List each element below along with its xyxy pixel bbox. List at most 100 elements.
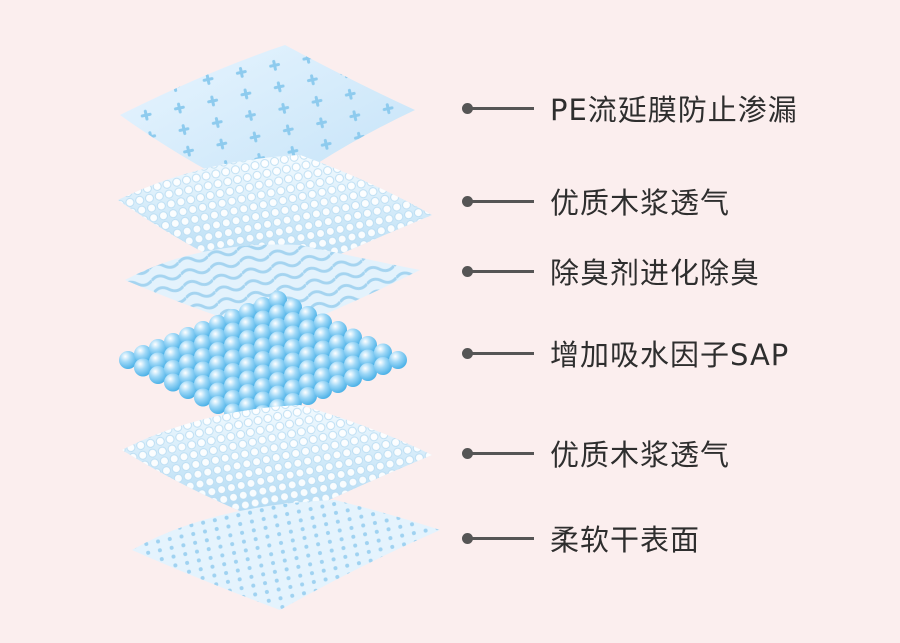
sap-ball — [299, 373, 317, 392]
sap-ball — [209, 355, 227, 374]
label-row-soft-surface: 柔软干表面 — [462, 518, 700, 558]
sap-ball — [329, 334, 347, 353]
sap-ball — [269, 385, 287, 404]
sap-ball — [314, 354, 332, 372]
layer-deodorant — [125, 244, 420, 335]
sap-ball — [224, 363, 242, 381]
layer-label: 优质木浆透气 — [550, 438, 731, 472]
connector-line — [472, 106, 534, 110]
sap-ball — [284, 298, 302, 317]
connector-line — [472, 451, 534, 455]
sap-ball — [254, 324, 272, 342]
sap-ball — [314, 367, 332, 386]
sap-ball — [314, 340, 332, 359]
connector-line — [472, 351, 534, 355]
sap-ball — [209, 396, 227, 414]
label-row-sap: 增加吸水因子SAP — [462, 333, 789, 373]
sap-ball — [254, 364, 272, 383]
sap-ball — [299, 346, 317, 365]
sap-ball — [239, 316, 257, 335]
sap-ball — [239, 330, 257, 348]
sap-ball — [224, 322, 242, 341]
sap-ball — [209, 382, 227, 401]
bullet-dot-icon — [462, 532, 473, 544]
sap-ball — [269, 291, 287, 309]
label-row-wood-pulp-top: 优质木浆透气 — [462, 181, 730, 221]
sap-ball — [149, 339, 167, 357]
connector-line — [472, 199, 534, 203]
label-row-wood-pulp-bottom: 优质木浆透气 — [462, 433, 730, 473]
sap-ball — [344, 328, 362, 347]
sap-ball — [194, 388, 212, 407]
sap-ball — [224, 336, 242, 354]
sap-ball — [224, 390, 242, 408]
sap-ball — [209, 369, 227, 387]
sap-ball — [149, 352, 167, 371]
sap-ball — [164, 346, 182, 365]
sap-ball — [164, 333, 182, 351]
sap-ball — [374, 357, 392, 375]
sap-ball — [314, 327, 332, 345]
sap-ball — [254, 351, 272, 369]
sap-ball — [269, 304, 287, 323]
sap-ball — [254, 391, 272, 410]
layer-soft-surface — [132, 500, 440, 610]
label-row-deodorant: 除臭剂进化除臭 — [462, 251, 760, 291]
sap-ball — [359, 349, 377, 368]
sap-ball — [209, 328, 227, 347]
sap-ball — [269, 331, 287, 350]
sap-ball — [359, 363, 377, 381]
sap-ball — [179, 340, 197, 359]
sap-ball — [329, 361, 347, 380]
sap-ball — [194, 348, 212, 366]
sap-ball — [344, 342, 362, 360]
sap-ball — [239, 384, 257, 402]
bullet-dot-icon — [462, 102, 473, 114]
sap-ball — [224, 376, 242, 395]
sap-ball — [329, 348, 347, 366]
sap-ball — [269, 372, 287, 390]
sap-ball — [119, 351, 137, 369]
sap-ball — [359, 336, 377, 354]
sap-ball — [344, 369, 362, 387]
sap-ball — [224, 349, 242, 368]
sap-ball — [194, 361, 212, 380]
sap-ball — [299, 333, 317, 351]
connector-line — [472, 536, 534, 540]
sap-ball — [179, 354, 197, 372]
sap-ball — [239, 357, 257, 375]
sap-ball — [164, 360, 182, 378]
sap-ball — [299, 319, 317, 338]
sap-ball — [254, 378, 272, 396]
layer-wood-pulp-bottom — [122, 405, 432, 525]
label-row-pe-film: PE流延膜防止渗漏 — [462, 88, 798, 128]
sap-ball — [269, 358, 287, 377]
sap-ball — [329, 375, 347, 393]
sap-ball — [179, 381, 197, 399]
sap-ball — [194, 334, 212, 353]
sap-ball — [284, 366, 302, 384]
layer-label: 柔软干表面 — [550, 523, 701, 557]
sap-ball — [374, 343, 392, 362]
sap-ball — [239, 370, 257, 389]
layer-wood-pulp-top — [118, 155, 432, 285]
sap-ball — [134, 358, 152, 377]
sap-ball — [254, 297, 272, 315]
sap-ball — [344, 355, 362, 374]
sap-ball — [314, 313, 332, 332]
layers-illustration — [118, 45, 440, 610]
layer-label: PE流延膜防止渗漏 — [550, 93, 798, 127]
sap-ball — [389, 351, 407, 369]
sap-ball — [269, 318, 287, 336]
sap-ball — [299, 306, 317, 324]
sap-ball — [149, 366, 167, 384]
sap-ball — [284, 312, 302, 330]
sap-ball — [194, 321, 212, 339]
sap-ball — [209, 315, 227, 333]
sap-ball — [224, 309, 242, 327]
connector-line — [472, 269, 534, 273]
sap-ball — [164, 373, 182, 392]
sap-ball — [254, 310, 272, 329]
sap-ball — [269, 345, 287, 363]
